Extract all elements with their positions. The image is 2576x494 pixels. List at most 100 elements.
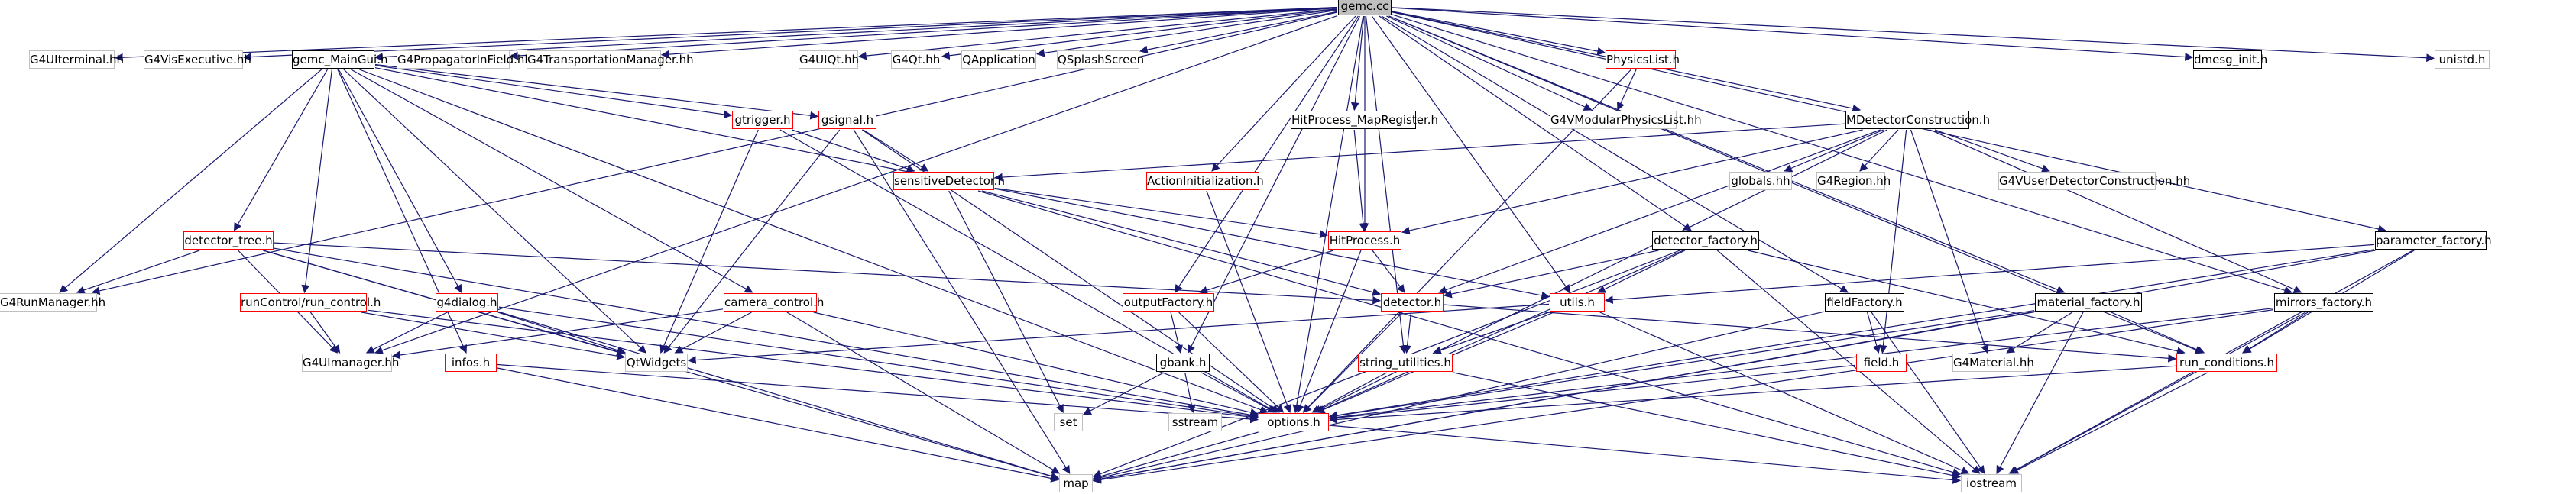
edge-gemc_cc-to-ActionInitialization_h	[1211, 15, 1356, 172]
edge-gemc_cc-to-G4VisExecutive_hh	[242, 7, 1338, 61]
node-field-h[interactable]: field.h	[1856, 354, 1907, 372]
node-globals-hh[interactable]: globals.hh	[1729, 172, 1792, 190]
node-actioninitialization-h[interactable]: ActionInitialization.h	[1146, 172, 1264, 190]
edge-gemc_cc-to-gbank_h	[1188, 15, 1360, 354]
edge-gbank_h-to-sstream	[1184, 372, 1196, 414]
edge-gemc_cc-to-G4UIterminal_hh	[114, 6, 1338, 62]
node-camera-control-h[interactable]: camera_control.h	[724, 293, 824, 312]
node-gtrigger-h[interactable]: gtrigger.h	[732, 111, 793, 129]
node-infos-h[interactable]: infos.h	[445, 354, 497, 372]
node-mdetectorconstruction-h[interactable]: MDetectorConstruction.h	[1845, 111, 1990, 129]
node-detector-h[interactable]: detector.h	[1381, 293, 1444, 312]
edge-gemc_MainGui_h-to-runControl_run_control_h	[301, 69, 332, 294]
node-outputfactory-h[interactable]: outputFactory.h	[1123, 293, 1214, 312]
node-gsignal-h[interactable]: gsignal.h	[818, 111, 876, 129]
edge-gemc_cc-to-options_h	[1292, 15, 1364, 414]
node-hitprocess-h[interactable]: HitProcess.h	[1328, 231, 1401, 250]
edge-string_utilities_h-to-options_h	[1311, 372, 1387, 413]
edge-HitProcess_h-to-options_h	[1296, 250, 1362, 414]
node-material-factory-h[interactable]: material_factory.h	[2035, 293, 2142, 312]
node-iostream[interactable]: iostream	[1961, 474, 2022, 492]
node-gemc-cc: gemc.cc	[1338, 0, 1392, 15]
node-qsplashscreen[interactable]: QSplashScreen	[1057, 50, 1144, 69]
edge-utils_h-to-QtWidgets	[687, 303, 1550, 364]
node-physicslist-h[interactable]: PhysicsList.h	[1606, 50, 1680, 69]
edge-infos_h-to-map	[497, 367, 1060, 483]
edge-gemc_cc-to-G4VModularPhysicsList_hh	[1386, 15, 1593, 111]
edge-gemc_cc-to-QSplashScreen	[1139, 11, 1338, 54]
node-parameter-factory-h[interactable]: parameter_factory.h	[2375, 231, 2492, 250]
node-qtwidgets[interactable]: QtWidgets	[625, 354, 688, 372]
edge-gemc_MainGui_h-to-G4RunManager_hh	[59, 69, 322, 293]
node-set[interactable]: set	[1054, 413, 1083, 431]
node-sstream[interactable]: sstream	[1168, 413, 1222, 431]
edge-gemc_cc-to-PhysicsList_h	[1392, 11, 1606, 56]
node-hitprocess-mapregister-h[interactable]: HitProcess_MapRegister.h	[1291, 111, 1438, 129]
edge-gemc_MainGui_h-to-g4dialog_h	[338, 69, 462, 293]
edge-mirrors_factory_h-to-iostream	[2008, 312, 2306, 474]
node-options-h[interactable]: options.h	[1259, 413, 1329, 431]
node-utils-h[interactable]: utils.h	[1550, 293, 1605, 312]
node-g4uiterminal-hh[interactable]: G4UIterminal.hh	[29, 50, 124, 69]
node-detector-factory-h[interactable]: detector_factory.h	[1652, 231, 1759, 250]
node-map[interactable]: map	[1059, 474, 1093, 492]
node-unistd-h[interactable]: unistd.h	[2435, 50, 2490, 69]
edge-infos_h-to-options_h	[497, 363, 1259, 424]
node-g4visexecutive-hh[interactable]: G4VisExecutive.hh	[144, 50, 251, 69]
edge-g4dialog_h-to-QtWidgets	[497, 312, 627, 355]
edge-gemc_cc-to-detector_factory_h	[1379, 15, 1692, 231]
edge-gsignal_h-to-map	[853, 129, 1071, 474]
node-g4propagatorinfield-hh[interactable]: G4PropagatorInField.hh	[397, 50, 532, 69]
edge-MDetectorConstruction_h-to-field_h	[1879, 129, 1907, 354]
edge-material_factory_h-to-G4Material_hh	[2006, 312, 2073, 354]
edge-detector_tree_h-to-detector_h	[274, 242, 1382, 305]
edge-gemc_MainGui_h-to-camera_control_h	[351, 69, 753, 293]
edge-MDetectorConstruction_h-to-globals_hh	[1784, 129, 1884, 173]
edge-options_h-to-map	[1092, 431, 1259, 481]
node-fieldfactory-h[interactable]: fieldFactory.h	[1825, 293, 1904, 312]
edge-gemc_cc-to-QApplication	[1035, 9, 1338, 57]
node-detector-tree-h[interactable]: detector_tree.h	[183, 231, 274, 250]
edge-gemc_MainGui_h-to-QtWidgets	[343, 69, 646, 354]
node-g4uiqt-hh[interactable]: G4UIQt.hh	[799, 50, 859, 69]
node-g4material-hh[interactable]: G4Material.hh	[1952, 354, 2034, 372]
node-gbank-h[interactable]: gbank.h	[1156, 354, 1210, 372]
node-g4transportationmanager-hh[interactable]: G4TransportationManager.hh	[527, 50, 694, 69]
node-g4region-hh[interactable]: G4Region.hh	[1816, 172, 1891, 190]
edge-gemc_cc-to-material_factory_h	[1388, 15, 2066, 294]
edge-camera_control_h-to-QtWidgets	[674, 312, 752, 354]
edge-fieldFactory_h-to-map	[1092, 311, 1825, 482]
node-gemc-maingui-h[interactable]: gemc_MainGui.h	[292, 50, 388, 69]
edge-mirrors_factory_h-to-run_conditions_h	[2241, 312, 2309, 354]
edge-mirrors_factory_h-to-map	[1092, 309, 2274, 484]
edge-parameter_factory_h-to-options_h	[1328, 249, 2375, 420]
edge-gemc_MainGui_h-to-detector_tree_h	[233, 69, 329, 231]
edge-gemc_cc-to-G4PropagatorInField_hh	[509, 7, 1338, 60]
edge-gtrigger_h-to-sensitiveDetector_h	[792, 129, 915, 173]
node-dmesg-init-h[interactable]: dmesg_init.h	[2193, 50, 2267, 69]
edge-camera_control_h-to-map	[786, 312, 1061, 474]
node-g4vuserdetectorconstruction-hh[interactable]: G4VUserDetectorConstruction.hh	[1998, 172, 2190, 190]
node-run-conditions-h[interactable]: run_conditions.h	[2176, 354, 2277, 372]
node-runcontrol-run-control-h[interactable]: runControl/run_control.h	[240, 293, 381, 312]
edge-detector_factory_h-to-run_conditions_h	[1748, 250, 2186, 356]
node-g4dialog-h[interactable]: g4dialog.h	[436, 293, 498, 312]
edge-MDetectorConstruction_h-to-HitProcess_h	[1401, 129, 1863, 235]
edge-parameter_factory_h-to-utils_h	[1604, 244, 2375, 304]
node-string-utilities-h[interactable]: string_utilities.h	[1358, 354, 1453, 372]
edge-gemc_cc-to-mirrors_factory_h	[1392, 14, 2293, 295]
node-qapplication[interactable]: QApplication	[961, 50, 1036, 69]
node-sensitivedetector-h[interactable]: sensitiveDetector.h	[893, 172, 1005, 190]
node-g4runmanager-hh[interactable]: G4RunManager.hh	[0, 293, 105, 312]
edge-run_conditions_h-to-options_h	[1328, 365, 2176, 424]
edge-detector_factory_h-to-utils_h	[1597, 250, 1686, 293]
edge-detector_factory_h-to-iostream	[1716, 250, 1981, 474]
node-g4qt-hh[interactable]: G4Qt.hh	[891, 50, 941, 69]
edge-detector_factory_h-to-options_h	[1315, 250, 1683, 414]
node-g4vmodularphysicslist-hh[interactable]: G4VModularPhysicsList.hh	[1550, 111, 1702, 129]
node-mirrors-factory-h[interactable]: mirrors_factory.h	[2274, 293, 2373, 312]
node-g4uimanager-hh[interactable]: G4UImanager.hh	[302, 354, 399, 372]
edge-gemc_MainGui_h-to-options_h	[359, 69, 1269, 414]
edge-gemc_cc-to-G4Qt_hh	[941, 8, 1338, 60]
